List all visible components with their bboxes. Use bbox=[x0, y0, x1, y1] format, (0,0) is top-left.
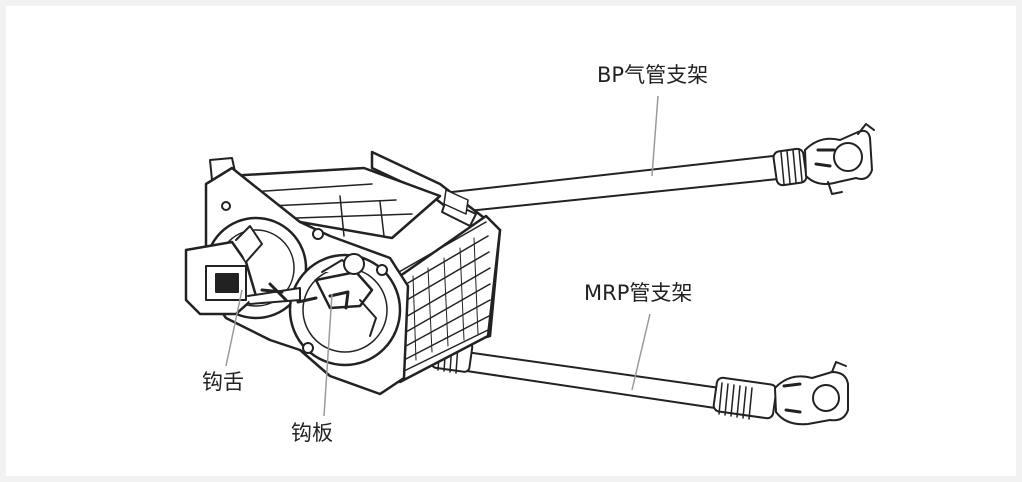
bp-hose-fitting bbox=[772, 147, 808, 187]
leader-lines bbox=[225, 95, 659, 417]
bp-air-pipe-bracket-label: BP气管支架 bbox=[597, 63, 709, 87]
draft-gear-cone bbox=[378, 189, 502, 384]
mrp-leader-line bbox=[631, 313, 651, 391]
mrp-end-cock bbox=[774, 361, 849, 426]
tongue-leader-line bbox=[225, 289, 243, 367]
coupler-housing bbox=[209, 157, 442, 240]
plate-leader-line bbox=[323, 293, 333, 417]
mrp-pipe-bracket-label: MRP管支架 bbox=[584, 281, 693, 305]
hook-tongue-label: 钩舌 bbox=[202, 370, 244, 394]
hook-tongue bbox=[184, 225, 301, 316]
bp-pipe bbox=[451, 154, 789, 213]
mrp-hose-fitting bbox=[712, 376, 778, 420]
bp-end-cock bbox=[804, 123, 875, 195]
bp-leader-line bbox=[651, 95, 659, 177]
mrp-pipe bbox=[459, 351, 721, 409]
hook-plate bbox=[296, 253, 377, 337]
hook-plate-label: 钩板 bbox=[291, 421, 333, 445]
